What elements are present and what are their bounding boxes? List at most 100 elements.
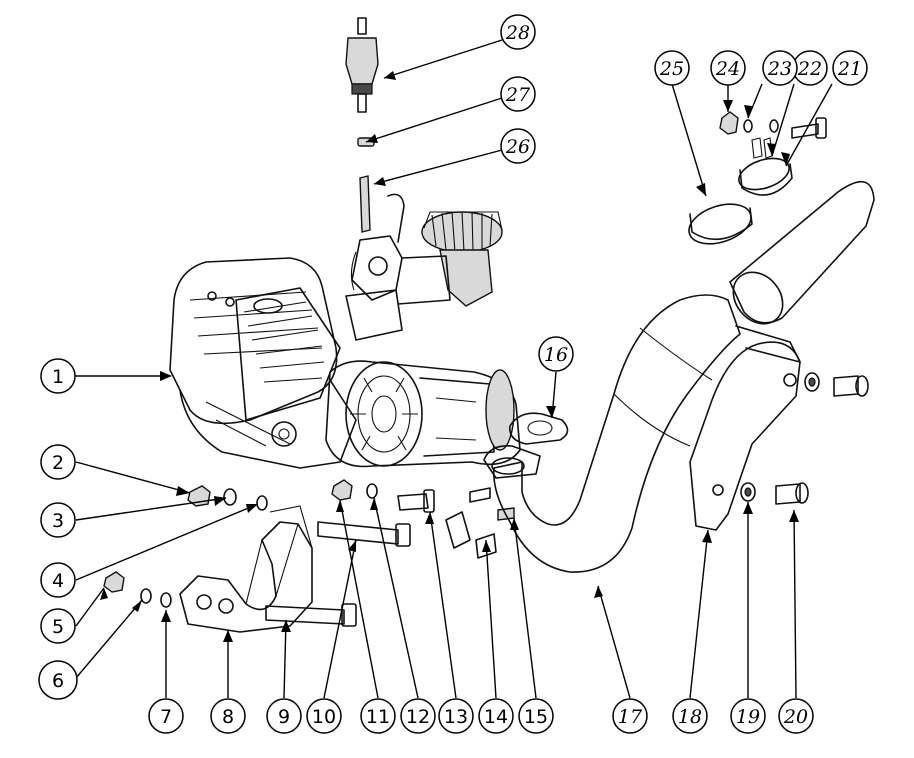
callout-2: 2 bbox=[40, 444, 76, 480]
callout-7: 7 bbox=[148, 698, 184, 734]
callout-number: 2 bbox=[52, 452, 64, 474]
callout-6: 6 bbox=[38, 660, 78, 700]
callout-23: 23 bbox=[762, 50, 798, 86]
callout-number: 14 bbox=[484, 706, 508, 728]
callout-number: 1 bbox=[52, 366, 64, 388]
callout-circle bbox=[500, 128, 536, 164]
callout-circle bbox=[400, 698, 436, 734]
callout-5: 5 bbox=[40, 608, 76, 644]
carburetor bbox=[345, 193, 451, 341]
fuel-filter bbox=[345, 17, 379, 113]
callout-circle bbox=[730, 698, 766, 734]
callout-number: 27 bbox=[505, 84, 531, 106]
callout-number: 5 bbox=[52, 616, 64, 638]
mount-hardware-left bbox=[103, 485, 268, 608]
bracket-hardware-lower bbox=[740, 482, 809, 505]
callout-number: 9 bbox=[278, 706, 290, 728]
callout-27: 27 bbox=[500, 76, 536, 112]
callout-circle bbox=[38, 660, 78, 700]
callout-22: 22 bbox=[792, 50, 828, 86]
callout-10: 10 bbox=[306, 698, 342, 734]
callout-circle bbox=[40, 444, 76, 480]
bracket-hardware-upper bbox=[804, 372, 869, 397]
callout-circle bbox=[672, 698, 708, 734]
callout-circle bbox=[478, 698, 514, 734]
callout-17: 17 bbox=[612, 698, 648, 734]
callout-number: 8 bbox=[222, 706, 234, 728]
callout-12: 12 bbox=[400, 698, 436, 734]
callout-number: 16 bbox=[544, 344, 568, 366]
callout-20: 20 bbox=[778, 698, 814, 734]
callout-number: 25 bbox=[659, 58, 684, 80]
callout-21: 21 bbox=[832, 50, 868, 86]
callout-28: 28 bbox=[500, 14, 536, 50]
callout-number: 17 bbox=[618, 706, 643, 728]
callout-circle bbox=[40, 502, 76, 538]
callout-4: 4 bbox=[40, 562, 76, 598]
long-bolt-lower bbox=[265, 603, 357, 627]
callout-circle bbox=[306, 698, 342, 734]
exhaust-studs bbox=[445, 487, 515, 559]
callout-circle bbox=[40, 358, 76, 394]
callout-number: 7 bbox=[160, 706, 172, 728]
callout-number: 26 bbox=[505, 136, 530, 158]
leader-lines bbox=[72, 39, 833, 699]
callout-9: 9 bbox=[266, 698, 302, 734]
mount-hardware-center bbox=[331, 479, 435, 513]
callout-number: 15 bbox=[524, 706, 548, 728]
callout-circle bbox=[538, 336, 574, 372]
callout-number: 20 bbox=[783, 706, 808, 728]
leader-arrowheads bbox=[100, 71, 799, 642]
callout-26: 26 bbox=[500, 128, 536, 164]
callout-3: 3 bbox=[40, 502, 76, 538]
callout-8: 8 bbox=[210, 698, 246, 734]
callout-number: 12 bbox=[406, 706, 430, 728]
callout-16: 16 bbox=[538, 336, 574, 372]
muffler-bracket bbox=[689, 341, 801, 531]
callout-circle bbox=[832, 50, 868, 86]
callout-24: 24 bbox=[710, 50, 746, 86]
callout-25: 25 bbox=[654, 50, 690, 86]
callout-circle bbox=[438, 698, 474, 734]
callout-number: 21 bbox=[837, 58, 862, 80]
callout-circle bbox=[762, 50, 798, 86]
air-filter bbox=[421, 211, 503, 307]
callout-circle bbox=[778, 698, 814, 734]
fuel-hose bbox=[359, 175, 371, 233]
callout-number: 4 bbox=[52, 570, 64, 592]
engine-mount-bracket bbox=[179, 505, 313, 633]
callout-number: 11 bbox=[366, 706, 390, 728]
callout-circle bbox=[148, 698, 184, 734]
callout-18: 18 bbox=[672, 698, 708, 734]
callout-circle bbox=[500, 76, 536, 112]
callout-number: 18 bbox=[678, 706, 702, 728]
exhaust-clamp-assembly bbox=[688, 111, 827, 245]
callout-circle bbox=[612, 698, 648, 734]
callout-number: 19 bbox=[736, 706, 760, 728]
callout-circle bbox=[710, 50, 746, 86]
callout-circle bbox=[40, 562, 76, 598]
callout-14: 14 bbox=[478, 698, 514, 734]
callout-number: 3 bbox=[52, 510, 64, 532]
callout-number: 23 bbox=[767, 58, 792, 80]
callout-15: 15 bbox=[518, 698, 554, 734]
callout-13: 13 bbox=[438, 698, 474, 734]
callout-circle bbox=[210, 698, 246, 734]
callout-number: 28 bbox=[505, 22, 530, 44]
callout-circle bbox=[518, 698, 554, 734]
callout-circle bbox=[360, 698, 396, 734]
callout-1: 1 bbox=[40, 358, 76, 394]
callout-19: 19 bbox=[730, 698, 766, 734]
callout-circle bbox=[40, 608, 76, 644]
callout-number: 10 bbox=[312, 706, 336, 728]
callout-circle bbox=[654, 50, 690, 86]
callout-number: 24 bbox=[715, 58, 740, 80]
callout-11: 11 bbox=[360, 698, 396, 734]
long-bolt-upper bbox=[317, 521, 411, 547]
callout-circle bbox=[500, 14, 536, 50]
callout-circle bbox=[266, 698, 302, 734]
exhaust-pipe bbox=[483, 181, 875, 573]
